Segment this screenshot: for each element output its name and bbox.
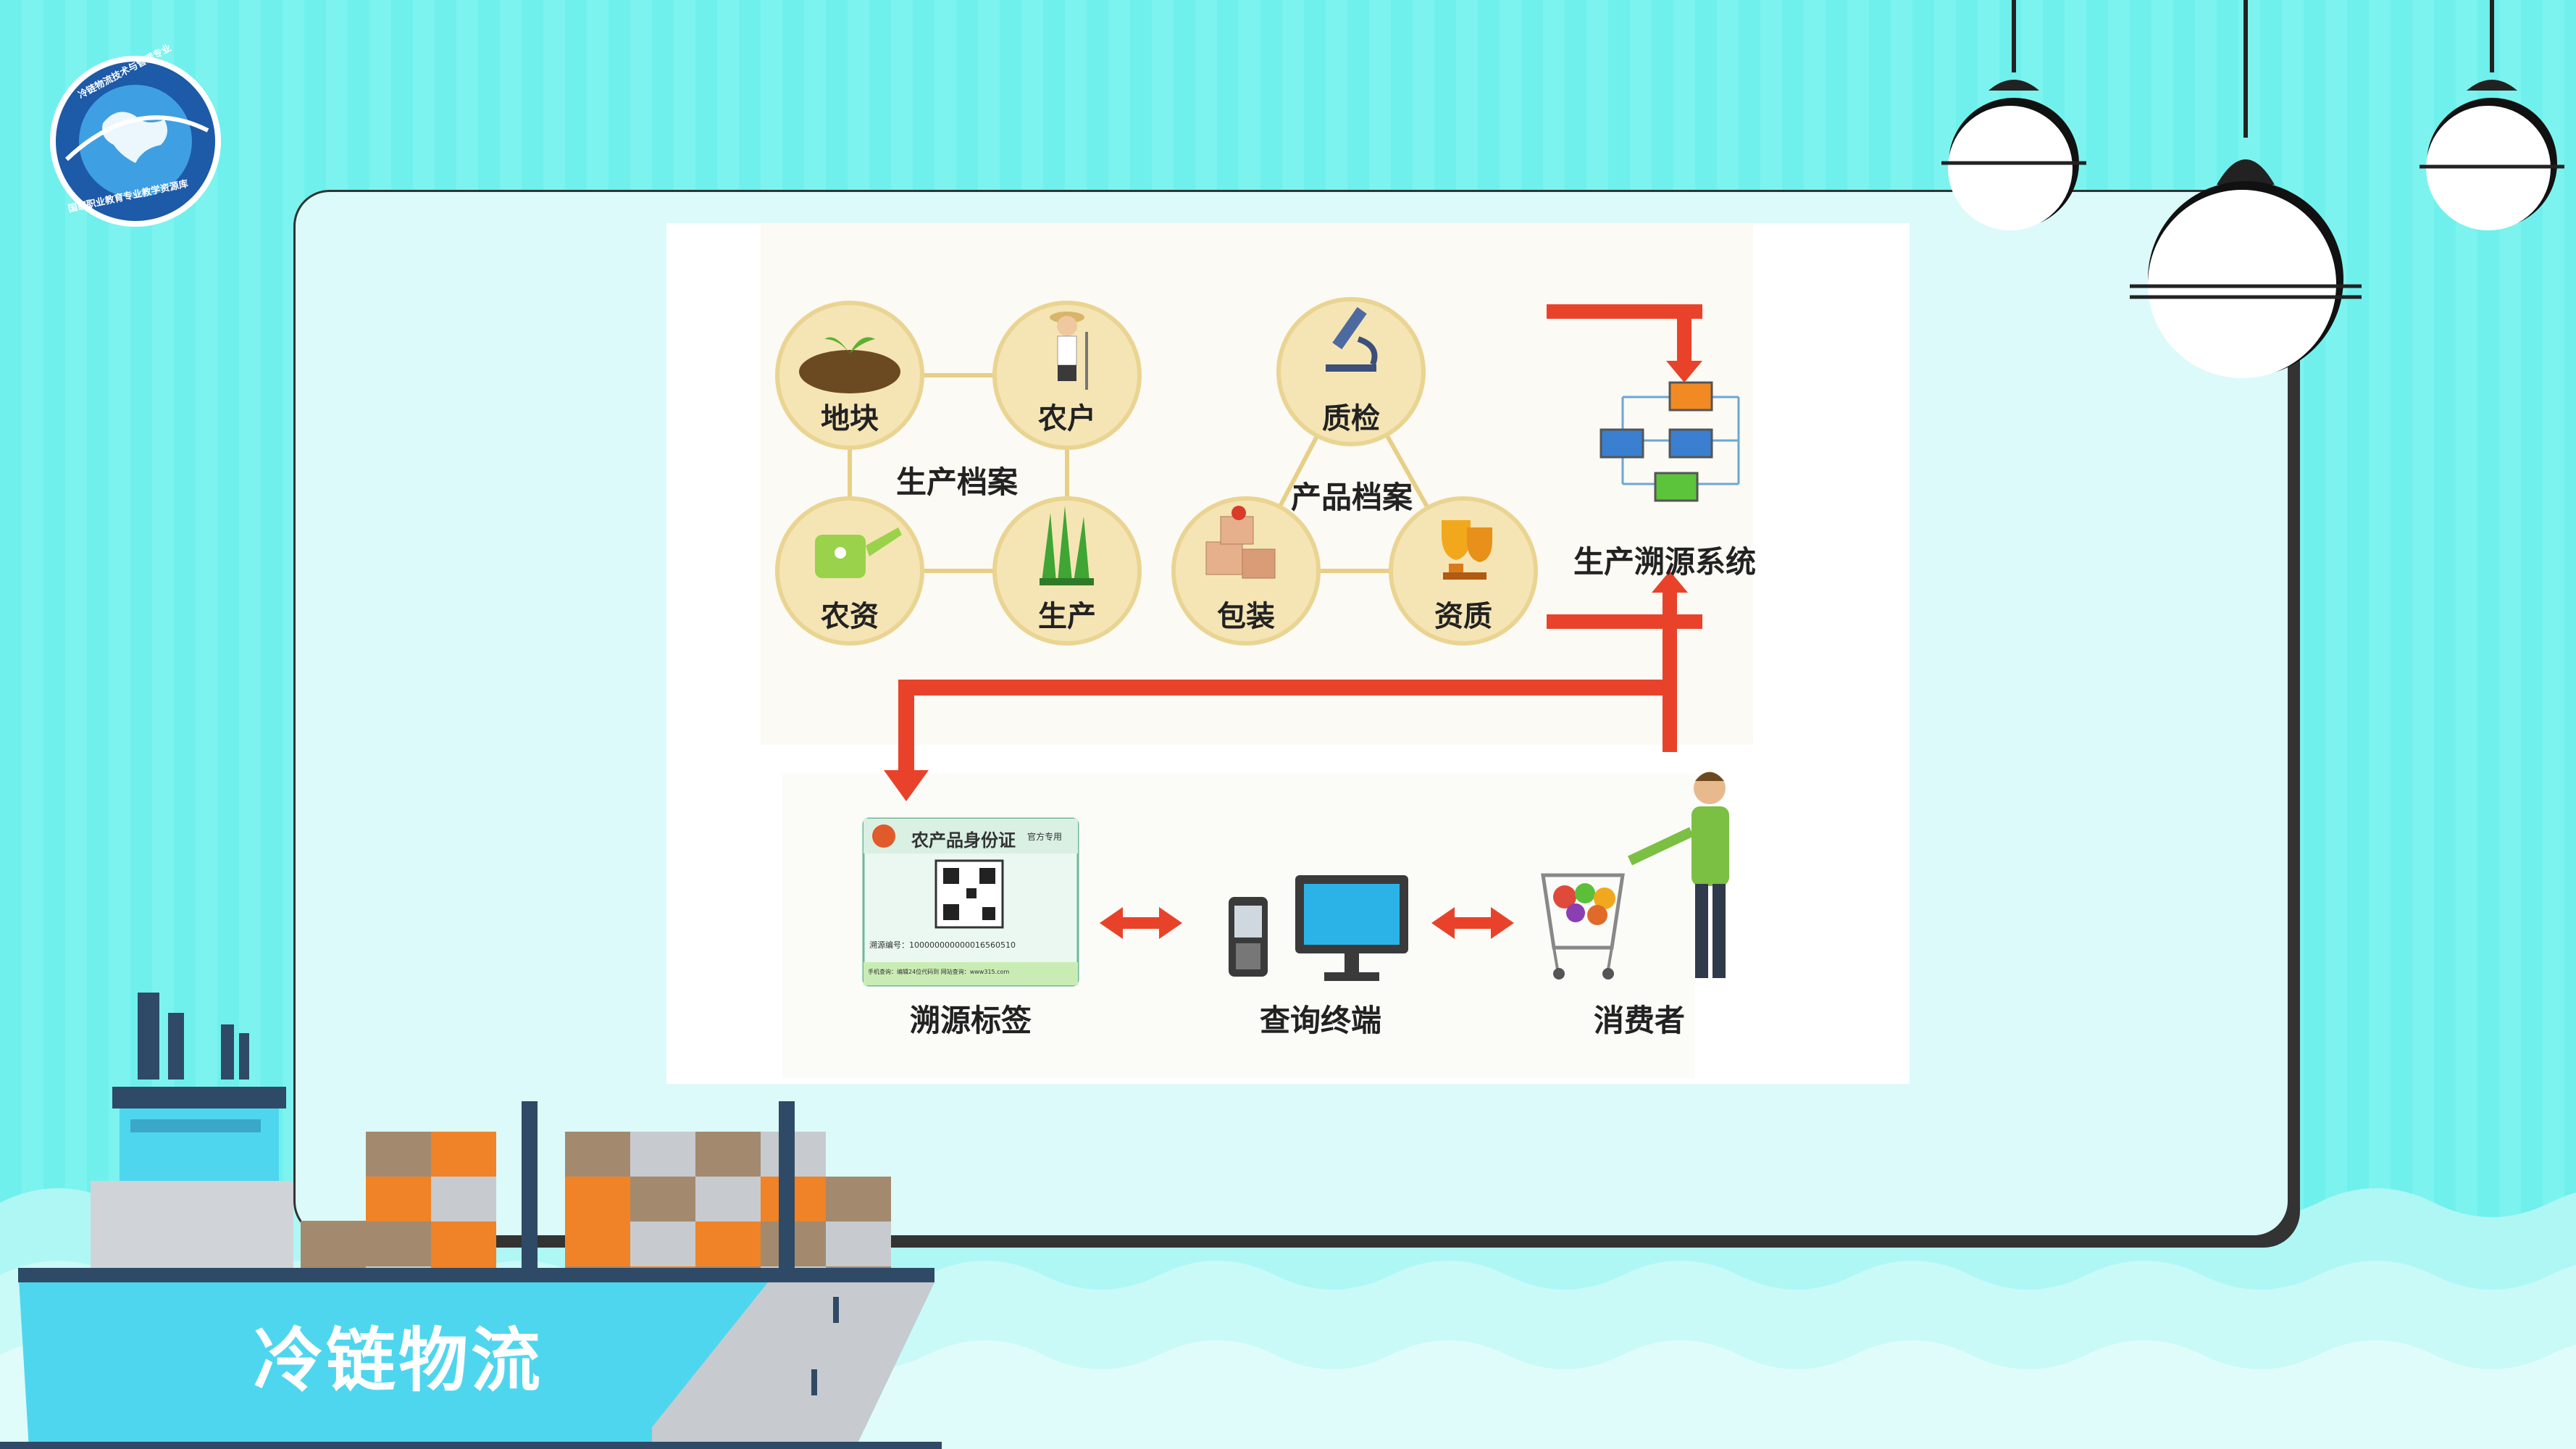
- id-card-subtitle: 官方专用: [1027, 830, 1062, 843]
- lamp-icon: [2130, 0, 2362, 378]
- system-label: 生产溯源系统: [1573, 538, 1756, 582]
- soil-icon: [799, 350, 900, 393]
- lamps: [1912, 0, 2576, 406]
- query-terminal-label: 查询终端: [1260, 996, 1381, 1040]
- id-card-trace-no: 溯源编号：100000000000016560510: [869, 939, 1016, 951]
- lamp-icon: [2420, 0, 2564, 230]
- node-label-agri-supplies: 农资: [821, 593, 879, 635]
- lamp-icon: [1941, 0, 2086, 230]
- phone-icon: [1229, 897, 1268, 977]
- product-records-label: 产品档案: [1291, 473, 1413, 517]
- consumer-label: 消费者: [1594, 996, 1685, 1040]
- node-label-soil: 地块: [821, 395, 879, 437]
- node-label-farmer: 农户: [1038, 395, 1096, 437]
- production-records-label: 生产档案: [896, 458, 1018, 502]
- node-label-production: 生产: [1038, 593, 1096, 635]
- id-card-footer: 手机查询：编辑24位代码到 网站查询：www315.com: [868, 968, 1009, 976]
- id-card-title: 农产品身份证: [911, 826, 1016, 851]
- node-label-quality-check: 质检: [1322, 395, 1380, 437]
- node-label-packaging: 包装: [1217, 593, 1275, 635]
- ship-banner-title: 冷链物流: [254, 1304, 543, 1405]
- node-label-qualification: 资质: [1434, 593, 1492, 635]
- diagram-graphics: [666, 223, 1910, 1084]
